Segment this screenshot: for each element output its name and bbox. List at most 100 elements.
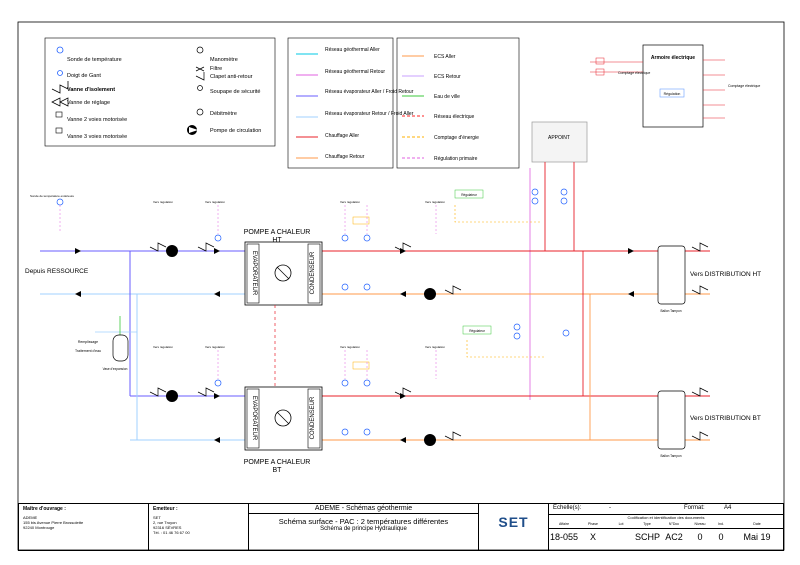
expansion-vessel [112, 334, 129, 362]
col-ndoc: N°Doc [668, 522, 680, 526]
legend3-item-0: ECS Aller [434, 54, 456, 60]
legend2-item-3: Réseau évaporateur Retour / Froid Aller [325, 111, 414, 117]
regulator-ht-label: Régulateur [461, 193, 478, 197]
thermowell-icon [57, 70, 63, 76]
manometer-icon [196, 46, 204, 54]
regulation-box [659, 88, 685, 98]
regulation-label: Régulation [664, 92, 681, 96]
col-type: Type [643, 522, 651, 526]
logo: SET [498, 514, 529, 530]
isolation-valve-icon [51, 81, 69, 94]
vase-label: Vase d'expansion [103, 367, 128, 371]
flow-arrow [400, 291, 406, 297]
legend1-item-2: Vanne d'isolement [67, 87, 115, 93]
vers-regulation-tags: Vers régulation Vers régulation Vers rég… [153, 200, 445, 349]
energy-meter-1 [595, 57, 605, 65]
distrib-bt-label: Vers DISTRIBUTION BT [690, 415, 761, 422]
col-ind: Ind. [718, 522, 724, 526]
regulators: Régulateur Régulateur [352, 189, 492, 370]
legend-networks2: ECS Aller ECS Retour Eau de ville Réseau… [402, 54, 479, 162]
emetteur-cell: Emetteur : SET 2, rue Troyon 92316 SÈVRE… [149, 504, 249, 550]
legend1-item-3: Vanne de réglage [67, 100, 110, 106]
codif-label: Codification et identification des docum… [627, 515, 705, 520]
appoint-label: APPOINT [548, 135, 570, 141]
balancing-valve-icon [51, 97, 69, 107]
buffer-tanks: Ballon Tampon Ballon Tampon [657, 245, 686, 458]
legend1-item2-4: Débitmètre [210, 111, 237, 117]
maitre-line-2: 92240 Montrouge [23, 525, 55, 530]
heat-pump-bt: EVAPORATEUR CONDENSEUR POMPE A CHALEUR B… [244, 386, 323, 474]
cabinet-left-label: Comptage électrique [618, 71, 650, 75]
electrical-cabinet [642, 44, 704, 128]
val-ind: 0 [718, 532, 724, 542]
flow-arrow [628, 291, 634, 297]
pac-bt-title: POMPE A CHALEUR [244, 459, 311, 466]
flow-arrow [628, 248, 634, 254]
legend2-item-1: Réseau géothermal Retour [325, 69, 385, 75]
val-date: Mai 19 [743, 532, 771, 542]
tag-vers-regul: Vers régulation [425, 200, 445, 204]
maitre-line-1: 155 bis Avenue Pierre Brossolette [23, 520, 84, 525]
legend1-item2-2: Clapet anti-retour [210, 74, 253, 80]
pump-icon [166, 390, 178, 402]
pumps [166, 245, 436, 446]
pump-icon [166, 245, 178, 257]
safety-valve-icon [197, 85, 203, 91]
sensor-tags: Sonde de température extérieure [30, 194, 74, 198]
codification-cell: Echelle(s): - Format: A4 Codification et… [549, 504, 783, 550]
tag-vers-regul: Vers régulation [205, 345, 225, 349]
val-type: SCHP [635, 532, 661, 542]
val-niveau: 0 [697, 532, 703, 542]
legend-symbols: Sonde de température Doigt de Gant Vanne… [51, 46, 261, 140]
buffer-tank-ht [657, 245, 686, 305]
project-cell: ADEME - Schémas géothermie Schéma surfac… [249, 504, 479, 550]
check-valve-icon [195, 72, 205, 81]
col-affaire: Affaire [558, 522, 570, 526]
legend1-item-1: Doigt de Gant [67, 73, 101, 79]
tag-vers-regul: Vers régulation [153, 200, 173, 204]
legend3-item-5: Régulation primaire [434, 156, 478, 162]
cabinet-title: Armoire électrique [651, 55, 695, 61]
pac-bt-sub: BT [273, 467, 283, 474]
emetteur-line-2: 92316 SÈVRES [153, 525, 182, 530]
echelle-row: Echelle(s): - Format: A4 [549, 504, 783, 515]
buffer-ht-label: Ballon Tampon [660, 309, 681, 313]
pump-icon [424, 288, 436, 300]
flow-arrow [214, 437, 220, 443]
meter-box-ht [352, 216, 370, 225]
legend2-item-4: Chauffage Aller [325, 133, 359, 139]
flow-arrow [400, 437, 406, 443]
filter-icon [195, 66, 205, 72]
legend2-item-5: Chauffage Retour [325, 154, 365, 160]
drawing-title: Schéma surface - PAC : 2 températures di… [278, 517, 449, 526]
buffer-tank-bt [657, 390, 686, 450]
energy-metering-lines [454, 205, 545, 358]
tag-vers-regul: Vers régulation [425, 345, 445, 349]
pac-ht-compressor [274, 264, 292, 282]
compressor-mark [276, 266, 290, 280]
val-ndoc: AC2 [665, 532, 683, 542]
temperature-probe-icon [56, 46, 64, 54]
logo-cell: SET [479, 504, 549, 550]
appoint-unit [531, 121, 588, 163]
emetteur-line-3: Tél. : 01 46 76 67 00 [153, 530, 190, 535]
emetteur-label: Emetteur : [153, 506, 178, 512]
title-block: Maître d'ouvrage : ADEME 155 bis Avenue … [18, 503, 784, 551]
legend1-item-5: Vanne 3 voies motorisée [67, 134, 127, 140]
col-date: Date [753, 522, 761, 526]
heat-pump-ht: POMPE A CHALEUR HT EVAPORATEUR CONDENSEU… [244, 229, 323, 306]
legend2-item-0: Réseau géothermal Aller [325, 47, 380, 53]
legend3-item-3: Réseau électrique [434, 114, 475, 120]
legend3-item-1: ECS Retour [434, 74, 461, 80]
distrib-ht-label: Vers DISTRIBUTION HT [690, 271, 761, 278]
cabinet-right-label: Comptage électrique [728, 84, 760, 88]
legend2-item-2: Réseau évaporateur Aller / Froid Retour [325, 89, 414, 95]
pac-ht-sub: HT [272, 237, 282, 244]
valves [149, 242, 709, 441]
energy-meter-2 [595, 68, 605, 76]
legend1-item2-5: Pompe de circulation [210, 128, 261, 134]
drawing-subtitle: Schéma de principe Hydraulique [320, 526, 407, 532]
regulation-lines [59, 205, 437, 379]
pac-ht-condenser [307, 243, 321, 304]
